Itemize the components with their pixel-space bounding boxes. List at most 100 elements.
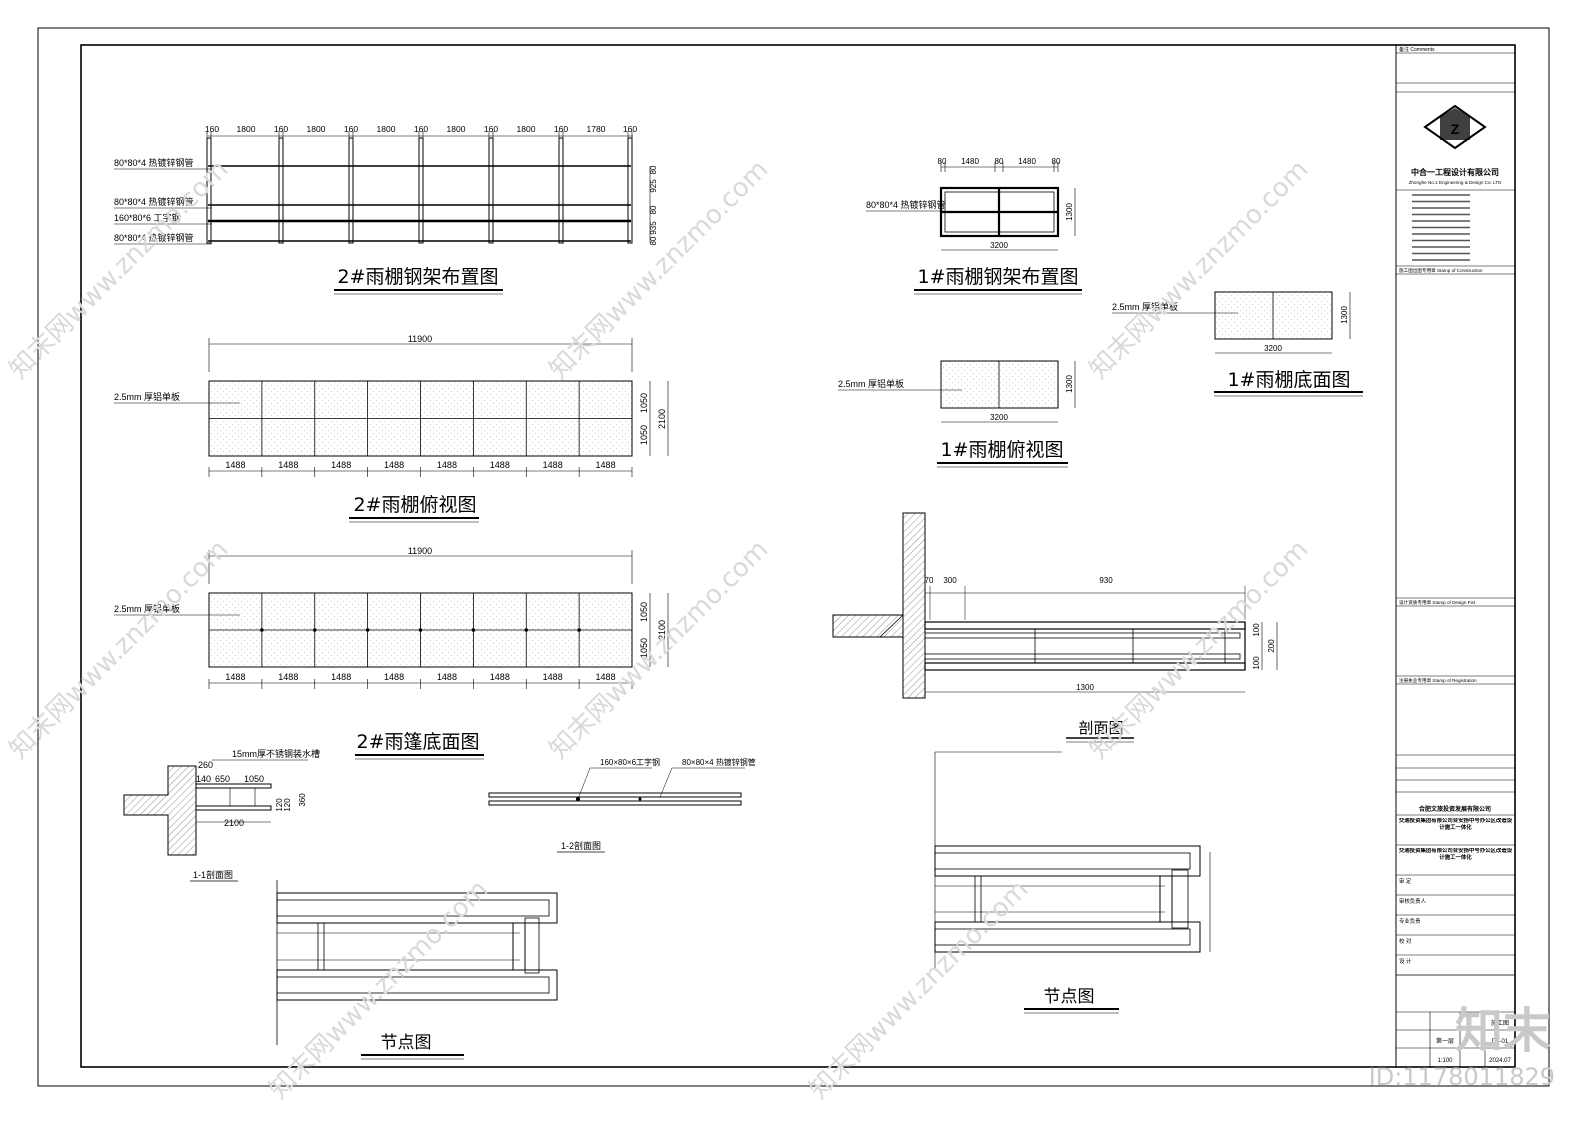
d2-top-panel-dim-1: 1488 (278, 460, 298, 470)
d2-steel-right-dim-4: 80 (649, 236, 658, 245)
tb-sheet-no: DT-01 (1492, 1039, 1509, 1045)
sec12-label-b: 80×80×4 热镀锌钢管 (682, 757, 756, 767)
d2-steel-right-dim-3: 935 (649, 221, 658, 235)
d2-steel-label-1: 80*80*4 热镀锌钢管 (114, 157, 194, 168)
tb-row-2: 专业负责 (1399, 917, 1421, 925)
sec12-title: 1-2剖面图 (561, 840, 601, 851)
d2-bottom-total-width: 11900 (408, 546, 432, 556)
d1-steel-dim-3: 1480 (1018, 157, 1036, 166)
d2-steel-dim-9: 1800 (517, 124, 536, 134)
d2-bottom-title: 2#雨篷底面图 (356, 731, 479, 753)
sec11-dim-4: 1050 (244, 774, 264, 784)
tb-entry: 交通投资集团有限公司合安扬中号办公区改造设计施工一体化 (1398, 818, 1513, 831)
sec11-dim-3: 650 (215, 774, 230, 784)
d2-top-divisions (209, 381, 632, 456)
sec12-label-a: 160×80×6工字钢 (600, 757, 660, 767)
company-logo-icon: Z (1423, 104, 1487, 150)
d2-steel-dim-0: 160 (205, 124, 219, 134)
tb-stamp-registration: 注册执业专用章 Stamp of Registration (1399, 677, 1477, 684)
d2-steel-dim-1: 1800 (237, 124, 256, 134)
tb-stamp-design: 设计资质专用章 Stamp of Design Fist (1399, 599, 1476, 606)
d2-steel-dim-8: 160 (484, 124, 498, 134)
sec11-dim-2: 140 (196, 774, 211, 784)
d2-steel-right-dim-0: 80 (649, 165, 658, 174)
d1-bottom-total-width: 3200 (1264, 344, 1282, 353)
d1-bottom-height: 1300 (1340, 306, 1349, 324)
d2-steel-dim-5: 1800 (377, 124, 396, 134)
section-title: 剖面图 (1078, 719, 1123, 737)
d1-steel-title: 1#雨棚钢架布置图 (917, 266, 1078, 288)
d2-steel-label-4: 80*80*4 热镀锌钢管 (114, 232, 194, 243)
sec11-title: 1-1剖面图 (193, 869, 233, 880)
sec11-dim-7: 120 (283, 798, 292, 812)
svg-text:知末网www.znzmo.com: 知末网www.znzmo.com (1084, 534, 1315, 765)
d1-bottom-title: 1#雨棚底面图 (1227, 369, 1350, 391)
d2-top-panel-dim-0: 1488 (225, 460, 245, 470)
d1-top-total-width: 3200 (990, 413, 1008, 422)
tb-company-en: Zhonghe No.1 Engineering & Design Co. LT… (1409, 180, 1503, 185)
sec11-dim-8: 360 (298, 793, 307, 807)
d2-steel-title: 2#雨棚钢架布置图 (337, 266, 498, 288)
d1-top-view: 3200 1300 2.5mm 厚铝单板 1#雨棚俯视图 (838, 360, 1076, 468)
d1-top-title: 1#雨棚俯视图 (940, 439, 1063, 461)
svg-text:Z: Z (1451, 121, 1460, 137)
d2-steel-right-dim-2: 80 (649, 205, 658, 214)
d1-top-material-label: 2.5mm 厚铝单板 (838, 378, 904, 389)
d2-bottom-panel-dim-7: 1488 (596, 672, 616, 682)
d1-steel-dim-4: 80 (1052, 157, 1061, 166)
d2-top-total-width: 11900 (408, 334, 432, 344)
sec11-dim-6: 120 (275, 798, 284, 812)
brand-watermark: 知末 (1454, 1003, 1551, 1059)
watermark-layer: 知末网www.znzmo.com 知末网www.znzmo.com 知末网www… (4, 154, 1315, 1105)
sec11-dim-1: 260 (198, 760, 213, 770)
sec11-drawing: 15mm厚不锈钢装水槽 260 140 650 1050 2100 120 12… (123, 748, 320, 882)
section-dim-6: 100 (1252, 656, 1261, 670)
d2-bottom-divisions (209, 593, 632, 667)
tb-row-0: 审 定 (1399, 877, 1412, 885)
outer-frame (37, 27, 1550, 1087)
d2-top-h1: 1050 (639, 393, 649, 413)
d2-top-h-total: 2100 (657, 409, 667, 429)
tb-date: 2024.07 (1489, 1058, 1511, 1064)
tb-stamp-construction: 施工图出图专用章 Stamp of Construction (1399, 267, 1483, 274)
d2-steel-label-2: 80*80*4 热镀锌钢管 (114, 196, 194, 207)
d2-bottom-panel-dim-0: 1488 (225, 672, 245, 682)
d2-steel-dim-7: 1800 (447, 124, 466, 134)
section-drawing: 70 300 930 100 200 100 1300 剖面图 (832, 512, 1278, 743)
d2-steel-dim-2: 160 (274, 124, 288, 134)
d2-top-panel-dim-5: 1488 (490, 460, 510, 470)
d1-steel-height: 1300 (1065, 203, 1074, 221)
d2-top-panel-dim-2: 1488 (331, 460, 351, 470)
d2-steel-right-dim-1: 925 (649, 179, 658, 193)
sec11-dim-5: 2100 (224, 818, 244, 828)
d2-steel-frame (206, 137, 633, 244)
section-dim-7: 1300 (1076, 683, 1094, 692)
tb-company-cn: 中合一工程设计有限公司 (1411, 167, 1499, 177)
node-right-drawing: 节点图 (934, 751, 1211, 1014)
tb-client: 合肥文旅投资发展有限公司 (1419, 805, 1491, 813)
svg-text:知末网www.znzmo.com: 知末网www.znzmo.com (804, 874, 1035, 1105)
tb-phase: 施工图 (1491, 1019, 1509, 1027)
d2-top-panel-dim-3: 1488 (384, 460, 404, 470)
d2-bottom-panel-dim-5: 1488 (490, 672, 510, 682)
d2-top-panel-dim-6: 1488 (543, 460, 563, 470)
node-left-title: 节点图 (381, 1033, 432, 1053)
tb-qualification-lines (1412, 194, 1470, 261)
section-dim-3: 930 (1099, 576, 1113, 585)
d2-steel-dim-10: 160 (554, 124, 568, 134)
d2-bottom-panel-dim-3: 1488 (384, 672, 404, 682)
d2-bottom-material-label: 2.5mm 厚铝单板 (114, 603, 180, 614)
tb-floor: 第一层 (1436, 1037, 1454, 1045)
tb-row-1: 审核负责人 (1399, 897, 1427, 905)
d2-steel-dim-12: 160 (623, 124, 637, 134)
tb-project: 交通投资集团有限公司合安扬中号办公区改造设计施工一体化 (1398, 848, 1513, 861)
tb-notes-head: 备注 Comments (1399, 46, 1435, 53)
d1-top-height: 1300 (1065, 375, 1074, 393)
d2-bottom-h2: 1050 (639, 638, 649, 658)
